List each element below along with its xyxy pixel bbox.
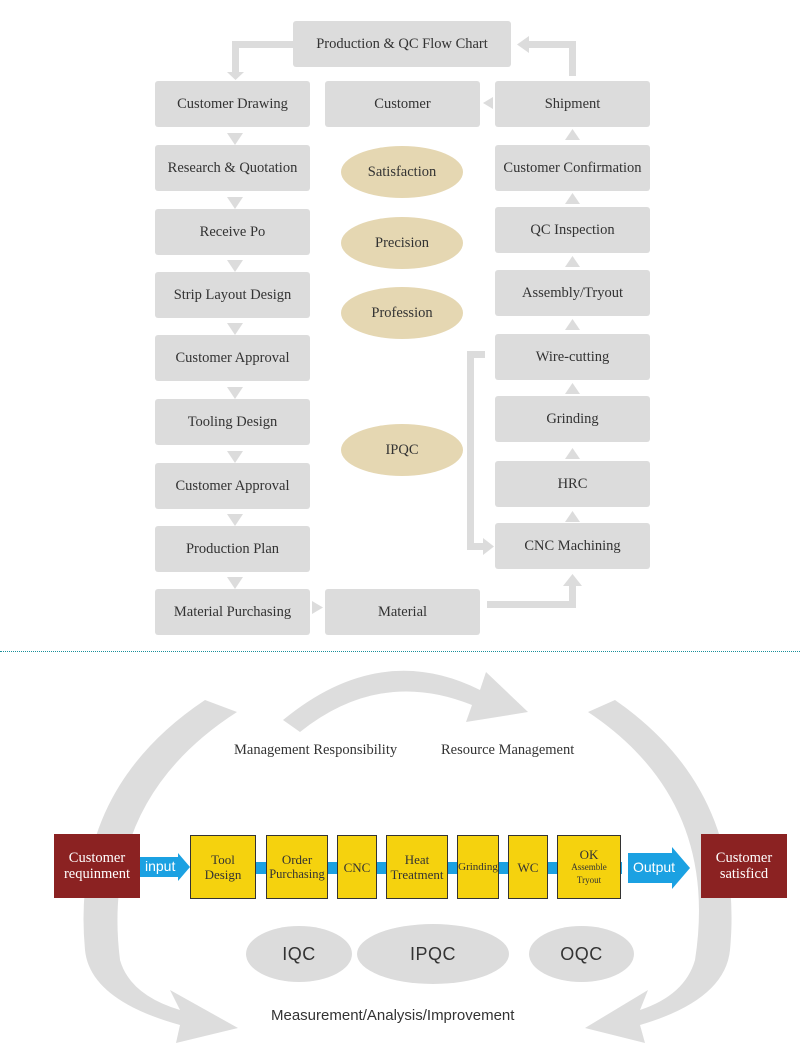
step-shipment: Shipment [495,81,650,127]
heat-treatment-line1: Heat [404,852,430,867]
step-strip-layout-design: Strip Layout Design [155,272,310,318]
heat-treatment-line2: Treatment [390,867,444,882]
process-grinding: Grinding [457,835,499,899]
step-research-quotation: Research & Quotation [155,145,310,191]
cnc-label: CNC [343,859,371,875]
step-material-purchasing: Material Purchasing [155,589,310,635]
step-receive-po: Receive Po [155,209,310,255]
tool-design-line2: Design [204,867,242,882]
process-wc: WC [508,835,548,899]
step-customer-confirmation: Customer Confirmation [495,145,650,191]
process-ok-assemble-tryout: OK Assemble Tryout [557,835,621,899]
step-tooling-design: Tooling Design [155,399,310,445]
input-arrow [140,853,190,881]
step-customer-approval-2: Customer Approval [155,463,310,509]
step-customer-approval-1: Customer Approval [155,335,310,381]
flow-connectors [227,36,582,614]
flow-title: Production & QC Flow Chart [293,21,511,67]
tool-design-line1: Tool [211,852,235,867]
input-label: input [145,858,176,874]
customer-in-line2: requinment [63,866,131,882]
grinding-label: Grinding [458,860,498,873]
section-divider [0,651,800,652]
output-arrow [628,847,690,889]
assemble-label: Assemble [571,861,607,872]
process-tool-design: Tool Design [190,835,256,899]
customer-out-line1: Customer [715,850,773,866]
oval-ipqc-bottom: IPQC [357,924,509,984]
process-cnc: CNC [337,835,377,899]
oval-profession: Profession [341,287,463,339]
order-purchasing-line2: Purchasing [269,867,325,881]
resource-management-label: Resource Management [441,742,575,758]
step-qc-inspection: QC Inspection [495,207,650,253]
wc-label: WC [517,859,539,875]
oval-ipqc: IPQC [341,424,463,476]
output-label: Output [633,859,676,875]
process-order-purchasing: Order Purchasing [266,835,328,899]
oval-satisfaction: Satisfaction [341,146,463,198]
step-customer: Customer [325,81,480,127]
customer-out-line2: satisficd [719,866,769,882]
ok-label: OK [579,846,599,862]
oval-precision: Precision [341,217,463,269]
step-wire-cutting: Wire-cutting [495,334,650,380]
step-grinding: Grinding [495,396,650,442]
oval-iqc: IQC [246,926,352,982]
customer-requirement-box: Customer requinment [54,834,140,898]
customer-in-line1: Customer [68,850,126,866]
tryout-label: Tryout [576,874,602,885]
process-heat-treatment: Heat Treatment [386,835,448,899]
step-material: Material [325,589,480,635]
step-production-plan: Production Plan [155,526,310,572]
order-purchasing-line1: Order [281,852,313,867]
step-cnc-machining: CNC Machining [495,523,650,569]
oval-oqc: OQC [529,926,634,982]
step-hrc: HRC [495,461,650,507]
customer-satisfied-box: Customer satisficd [701,834,787,898]
step-assembly-tryout: Assembly/Tryout [495,270,650,316]
step-customer-drawing: Customer Drawing [155,81,310,127]
management-responsibility-label: Management Responsibility [234,742,398,758]
measurement-analysis-label: Measurement/Analysis/Improvement [271,1007,515,1024]
